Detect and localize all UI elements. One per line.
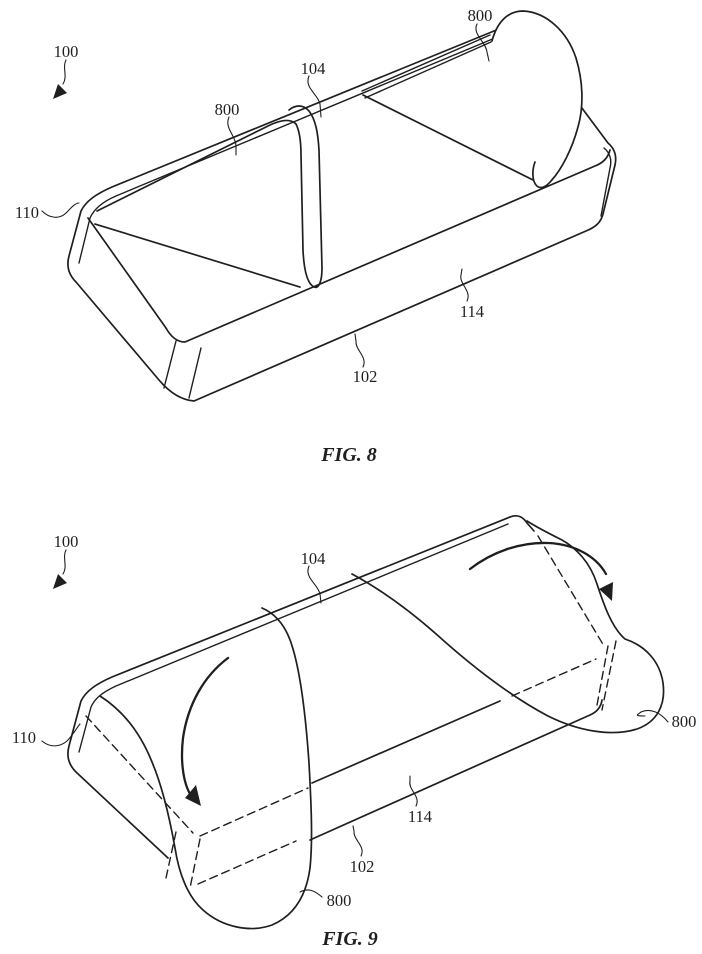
hidden-right-endcap-facets-fig9 [596,640,617,711]
ref-label-800-bottom-fig9: 800 [327,891,352,910]
leader-114-fig9 [409,775,418,807]
ref-100-arrow-line-fig9 [62,549,67,575]
hidden-top-edge-right-fig9 [511,658,597,697]
leader-114-fig8 [460,268,469,302]
device-outline-fig9 [66,516,511,859]
ref-100-arrow-line-fig8 [62,59,67,85]
front-corner-facets-fig8 [163,340,202,399]
top-edge-chamfer-fig8 [78,29,515,264]
front-face-bottom-edge-fig9 [309,699,603,841]
film-flap-right-lobe-fig8 [491,10,583,189]
figure-9: 100 104 110 114 102 800 800 FIG. 9 [12,514,697,950]
ref-100-arrowhead-icon-fig9 [53,574,67,589]
ref-label-800-left-fig8: 800 [215,100,240,119]
right-endcap-facet-fig8 [600,147,612,217]
leader-110-fig9 [41,723,81,747]
leader-102-fig9 [352,825,363,857]
hidden-front-corner-facets-fig9 [165,831,201,889]
top-face-front-edges-fig8 [87,149,611,343]
film-flap-left-fig8 [96,105,323,289]
leader-104-fig8 [307,75,322,118]
top-edge-chamfer-fig9 [78,523,509,753]
hidden-top-edge-left-fig9 [199,787,309,837]
figure-8: 100 104 800 800 110 114 102 FIG. 8 [15,6,617,466]
ref-label-102-fig8: 102 [353,367,378,386]
film-flap-right-edge-fig8 [362,94,534,181]
ref-label-100-fig8: 100 [54,42,79,61]
leader-104-fig9 [307,565,322,604]
rotation-arrow-left-icon [180,656,230,799]
ref-label-104-fig8: 104 [301,59,326,78]
ref-label-114-fig9: 114 [408,807,432,826]
leader-800-right-fig9 [636,709,669,723]
film-flap-right-fig9 [351,520,665,734]
hidden-right-edge-fig9 [537,535,605,647]
ref-label-110-fig8: 110 [15,203,39,222]
ref-label-102-fig9: 102 [350,857,375,876]
top-right-corner-fig9 [509,514,535,532]
leader-800-right-fig8 [475,23,490,62]
ref-label-800-right-fig9: 800 [672,712,697,731]
ref-label-114-fig8: 114 [460,302,484,321]
front-face-top-edge-fig9 [311,700,501,784]
rotation-arrow-left-head-icon [185,785,201,806]
leader-102-fig8 [354,333,365,368]
rotation-arrow-right-icon [468,541,608,576]
hidden-bottom-edge-left-fig9 [197,840,297,885]
film-flap-left-fold-edge-fig8 [94,223,301,288]
film-flap-right-fold-lines-fig8 [361,34,492,99]
film-flap-left-fig9 [99,607,313,930]
ref-label-800-right-fig8: 800 [468,6,493,25]
ref-label-104-fig9: 104 [301,549,326,568]
ref-100-arrowhead-icon-fig8 [53,84,67,99]
device-outline-fig8 [66,21,617,402]
caption-fig9: FIG. 9 [321,928,378,950]
caption-fig8: FIG. 8 [320,444,377,466]
rotation-arrow-right-head-icon [599,582,613,601]
film-flap-right-lobe-fill-fig8 [492,11,582,188]
leader-800-bottom-fig9 [299,889,323,898]
leader-800-left-fig8 [227,116,237,156]
hidden-left-edge-fig9 [85,715,194,834]
leader-110-fig8 [41,202,80,218]
ref-label-110-fig9: 110 [12,728,36,747]
ref-label-100-fig9: 100 [54,532,79,551]
